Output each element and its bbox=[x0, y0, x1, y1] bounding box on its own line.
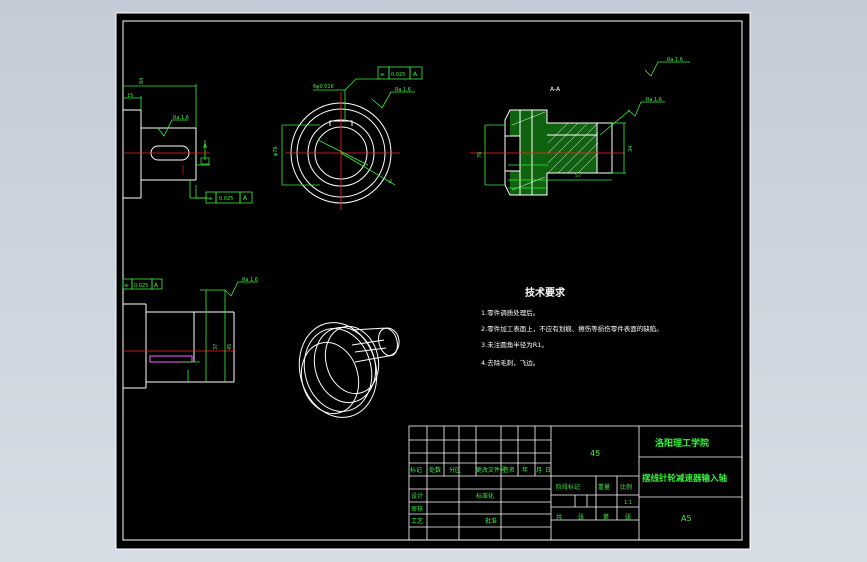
circular-center-lines bbox=[285, 92, 400, 210]
svg-text:Ra 1.6: Ra 1.6 bbox=[667, 57, 683, 63]
svg-text:年: 年 bbox=[522, 466, 528, 474]
roughness-mark-4: Ra 1.6 bbox=[599, 97, 665, 136]
svg-text:张: 张 bbox=[625, 513, 631, 521]
technical-requirements: 技术要求 1.零件调质处理后。 2.零件加工表面上，不应有划痕、擦伤等损伤零件表… bbox=[481, 286, 663, 367]
svg-text:Ra 1.6: Ra 1.6 bbox=[395, 87, 411, 93]
datum-label-1: A bbox=[203, 143, 208, 150]
svg-text:重量: 重量 bbox=[598, 483, 610, 491]
svg-text:批准: 批准 bbox=[485, 517, 497, 525]
material: 45 bbox=[590, 449, 600, 458]
tech-req-item-1: 1.零件调质处理后。 bbox=[481, 308, 539, 317]
svg-text:6φ0.016: 6φ0.016 bbox=[313, 84, 334, 90]
svg-text:0.025: 0.025 bbox=[391, 72, 405, 78]
section-label: A-A bbox=[550, 86, 561, 93]
circular-view-dims bbox=[281, 89, 396, 186]
svg-text:76: 76 bbox=[477, 152, 483, 158]
svg-text:日: 日 bbox=[545, 467, 551, 474]
svg-text:⌯: ⌯ bbox=[380, 71, 385, 78]
svg-text:φ76: φ76 bbox=[273, 146, 279, 156]
svg-text:⌯: ⌯ bbox=[124, 282, 129, 289]
svg-text:审核: 审核 bbox=[411, 505, 423, 513]
tolerance-frame-2: ⌯ 0.025 A bbox=[344, 66, 423, 91]
part-code: A5 bbox=[681, 514, 692, 523]
roughness-mark-5: Ra 1.6 bbox=[200, 277, 258, 297]
svg-text:标准化: 标准化 bbox=[476, 492, 494, 500]
svg-text:A: A bbox=[243, 195, 248, 202]
svg-text:34: 34 bbox=[628, 146, 634, 152]
shaft-end-view bbox=[123, 109, 197, 199]
keyway-highlight bbox=[149, 355, 193, 363]
svg-text:比例: 比例 bbox=[620, 483, 632, 491]
svg-text:工艺: 工艺 bbox=[411, 517, 423, 525]
scale-value: 1:1 bbox=[624, 500, 632, 506]
svg-text:标记: 标记 bbox=[410, 466, 422, 474]
svg-text:分区: 分区 bbox=[449, 466, 461, 474]
svg-text:A: A bbox=[413, 71, 418, 78]
title-block bbox=[408, 425, 743, 541]
svg-text:Ra 1.6: Ra 1.6 bbox=[173, 115, 189, 121]
svg-text:Ra 1.6: Ra 1.6 bbox=[242, 277, 258, 283]
svg-text:月: 月 bbox=[536, 467, 542, 474]
tech-req-title: 技术要求 bbox=[525, 286, 566, 299]
roughness-mark-1: Ra 1.6 bbox=[157, 115, 189, 137]
svg-text:共: 共 bbox=[556, 513, 562, 521]
svg-text:A: A bbox=[154, 282, 159, 289]
tech-req-item-2: 2.零件加工表面上，不应有划痕、擦伤等损伤零件表面的缺陷。 bbox=[481, 324, 663, 333]
roughness-mark-3: Ra 1.6 bbox=[644, 57, 690, 77]
school-name: 洛阳理工学院 bbox=[655, 437, 709, 449]
svg-text:设计: 设计 bbox=[411, 492, 423, 500]
tech-req-item-3: 3.未注圆角半径为R1。 bbox=[481, 340, 548, 349]
svg-text:签名: 签名 bbox=[503, 466, 515, 474]
svg-text:阶段标记: 阶段标记 bbox=[556, 483, 580, 491]
tolerance-frame-3: ⌯ 0.025 A bbox=[122, 278, 163, 290]
part-name: 摆线针轮减速器输入轴 bbox=[642, 473, 728, 484]
section-dims bbox=[484, 122, 626, 189]
title-block-text: 45 洛阳理工学院 摆线针轮减速器输入轴 A5 标记 处数 分区 更改文件号 签… bbox=[410, 437, 728, 525]
svg-text:45: 45 bbox=[227, 344, 233, 350]
keyway-dims bbox=[182, 290, 226, 382]
svg-text:84: 84 bbox=[139, 78, 145, 84]
section-view bbox=[504, 109, 613, 196]
svg-text:Ra 1.6: Ra 1.6 bbox=[646, 97, 662, 103]
svg-text:更改文件号: 更改文件号 bbox=[476, 466, 506, 474]
keyway-view bbox=[123, 303, 235, 389]
tolerance-frame-1: ⌯ 0.025 A bbox=[189, 180, 253, 204]
svg-text:0.025: 0.025 bbox=[219, 196, 233, 202]
tech-req-item-4: 4.去除毛刺，飞边。 bbox=[481, 358, 539, 367]
svg-text:处数: 处数 bbox=[429, 466, 441, 474]
svg-text:0.025: 0.025 bbox=[134, 283, 148, 289]
svg-text:57: 57 bbox=[575, 173, 581, 179]
svg-text:第: 第 bbox=[603, 513, 609, 521]
svg-text:15: 15 bbox=[127, 93, 133, 99]
roughness-mark-2: Ra 1.6 bbox=[371, 87, 415, 109]
isometric-3d-view bbox=[298, 322, 400, 418]
svg-text:8: 8 bbox=[387, 179, 393, 186]
svg-text:37: 37 bbox=[213, 344, 219, 350]
svg-text:张: 张 bbox=[578, 513, 584, 521]
svg-text:⌯: ⌯ bbox=[208, 195, 213, 202]
